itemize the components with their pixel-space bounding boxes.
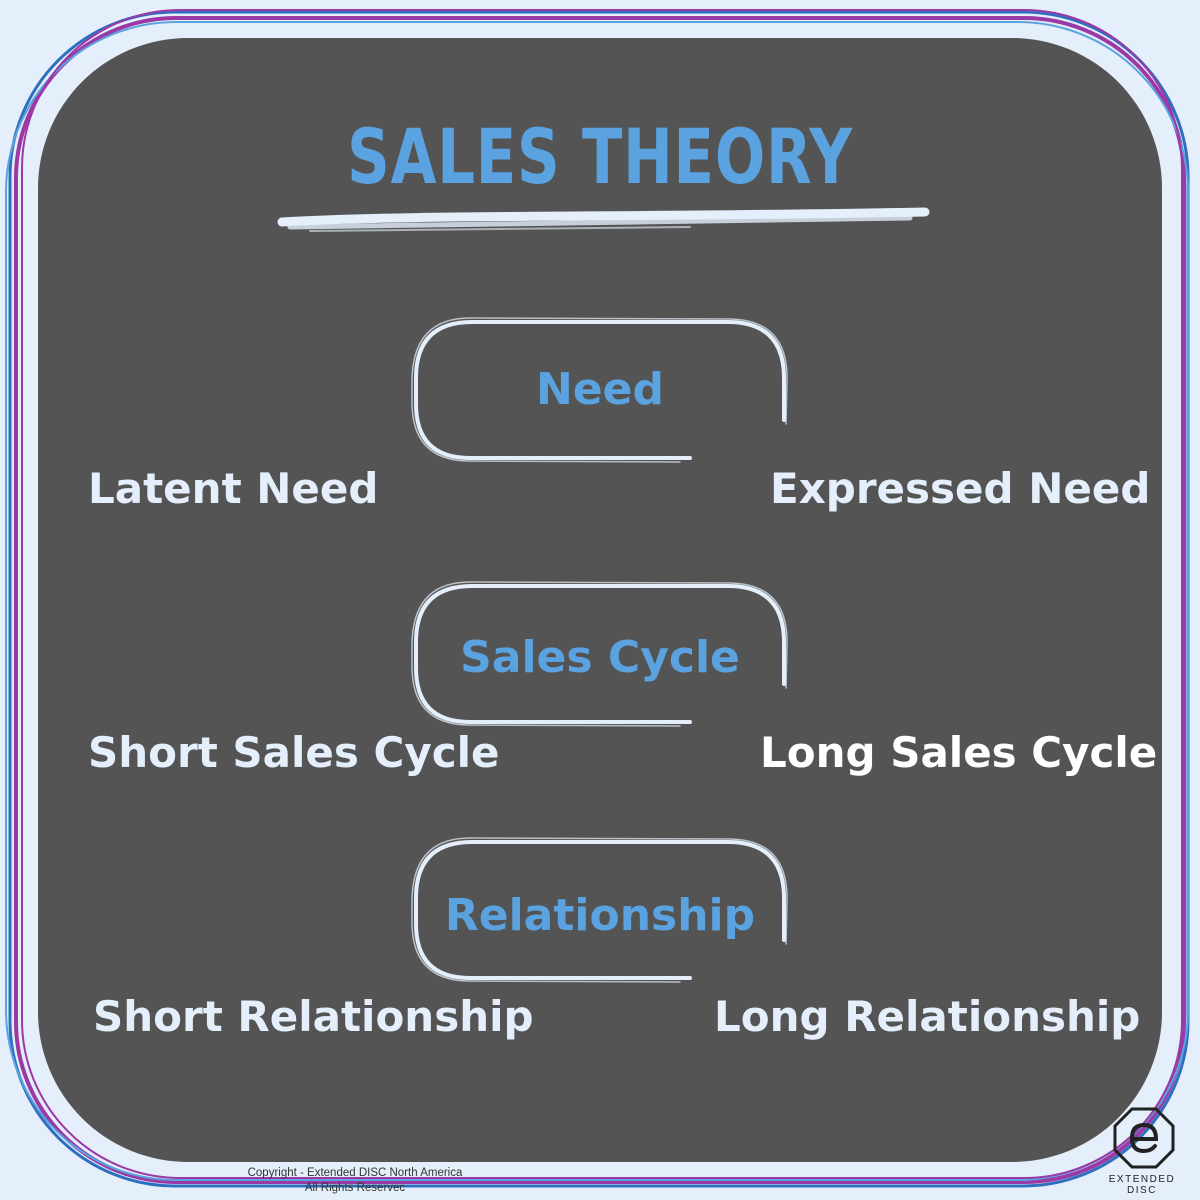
expressed-need-label: Expressed Need xyxy=(770,464,1151,513)
pill-label-sales-cycle: Sales Cycle xyxy=(460,632,740,683)
short-sales-cycle-label: Short Sales Cycle xyxy=(88,728,500,777)
logo-text: EXTENDED DISC xyxy=(1108,1174,1176,1196)
octagon-e-logo-icon xyxy=(1113,1107,1175,1169)
latent-need-label: Latent Need xyxy=(88,464,379,513)
long-sales-cycle-label: Long Sales Cycle xyxy=(760,728,1158,777)
main-panel xyxy=(38,38,1162,1162)
title-underline xyxy=(277,207,930,232)
page-title: SALES THEORY xyxy=(347,112,853,201)
long-relationship-label: Long Relationship xyxy=(714,992,1141,1041)
short-relationship-label: Short Relationship xyxy=(93,992,534,1041)
copyright-line-1: Copyright - Extended DISC North America xyxy=(247,1167,463,1179)
copyright-line-2: All Rights Reservec xyxy=(304,1182,406,1194)
copyright-notice: Copyright - Extended DISC North America … xyxy=(205,1166,505,1196)
pill-label-relationship: Relationship xyxy=(444,890,756,941)
pill-label-need: Need xyxy=(535,364,664,415)
